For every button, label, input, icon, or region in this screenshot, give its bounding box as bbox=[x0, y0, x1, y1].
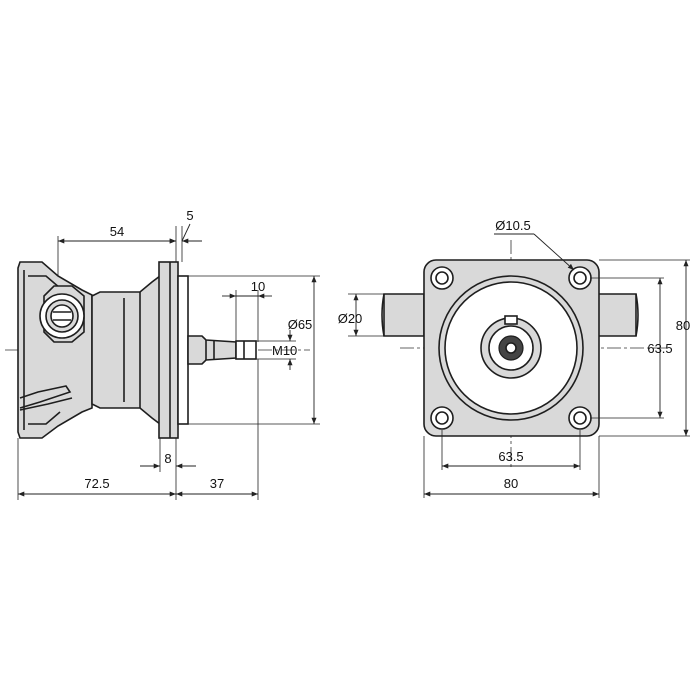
pump-body bbox=[91, 274, 161, 426]
flange-face bbox=[177, 275, 189, 425]
bolt-h-label: 63.5 bbox=[498, 449, 523, 464]
hole-icon bbox=[568, 406, 592, 430]
flange-v-label: 80 bbox=[676, 318, 690, 333]
inlet-tube bbox=[383, 293, 425, 337]
mounting-flange bbox=[158, 261, 179, 439]
dim-37-label: 37 bbox=[210, 476, 224, 491]
flange-h-label: 80 bbox=[504, 476, 518, 491]
thread-m10-label: M10 bbox=[272, 343, 297, 358]
dim-65-label: Ø65 bbox=[288, 317, 313, 332]
outlet-tube bbox=[597, 293, 637, 337]
bolt-v-label: 63.5 bbox=[647, 341, 672, 356]
dim-10-label: 10 bbox=[251, 279, 265, 294]
hole-icon bbox=[568, 266, 592, 290]
hole-icon bbox=[430, 406, 454, 430]
port-diameter-label: Ø20 bbox=[338, 311, 363, 326]
hole-icon bbox=[430, 266, 454, 290]
hole-diameter-label: Ø10.5 bbox=[495, 218, 530, 233]
side-view: 54 5 10 Ø65 M10 8 72.5 37 bbox=[5, 208, 320, 500]
dim-5-label: 5 bbox=[186, 208, 193, 223]
drive-shaft bbox=[187, 335, 257, 365]
dim-8-label: 8 bbox=[164, 451, 171, 466]
front-view: Ø10.5 Ø20 63.5 80 63.5 80 bbox=[338, 218, 690, 498]
dim-72-5-label: 72.5 bbox=[84, 476, 109, 491]
dim-54-label: 54 bbox=[110, 224, 124, 239]
